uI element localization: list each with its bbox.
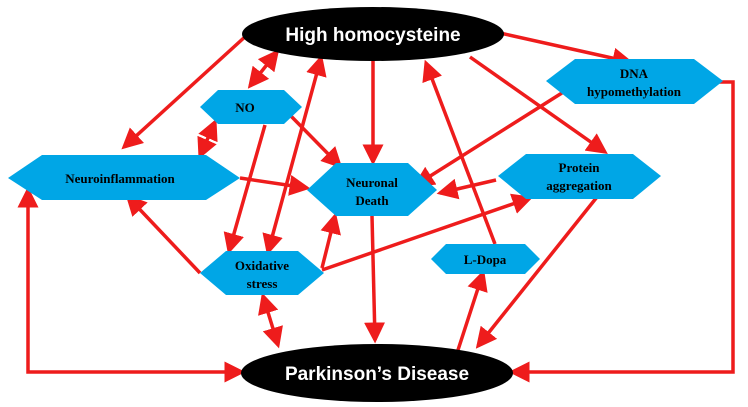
arrow-hhcy-neuroinflammation [121, 33, 249, 150]
arrow-protein-aggregation-neuronal-death [436, 178, 497, 200]
neuroinflammation-label: Neuroinflammation [65, 171, 175, 186]
node-no: NO [200, 90, 302, 124]
arrow-protein-aggregation-pd [475, 195, 599, 349]
arrow-hhcy-no [247, 49, 280, 89]
protein-aggregation-label-line2: aggregation [546, 178, 612, 193]
node-l-dopa: L-Dopa [431, 244, 540, 274]
arrow-neuronal-death-pd [364, 215, 386, 344]
arrow-oxidative-pd [258, 292, 283, 349]
high-homocysteine-label: High homocysteine [285, 25, 460, 46]
arrow-ldopa-hhcy [422, 59, 497, 245]
arrow-no-oxidative [223, 124, 267, 255]
node-dna-hypomethylation: DNA hypomethylation [546, 59, 723, 104]
parkinsons-disease-label: Parkinson’s Disease [285, 364, 469, 385]
arrow-oxidative-neuronal-death [320, 212, 341, 269]
node-protein-aggregation: Protein aggregation [498, 154, 661, 199]
node-neuroinflammation: Neuroinflammation [8, 155, 240, 200]
arrow-neuroinflammation-pd [17, 186, 246, 383]
arrow-no-neuroinflammation [197, 118, 218, 160]
node-parkinsons-disease: Parkinson’s Disease [241, 344, 513, 402]
l-dopa-label: L-Dopa [464, 252, 507, 267]
arrow-hhcy-protein-aggregation [468, 55, 608, 155]
arrow-dna-neuronal-death [413, 84, 574, 187]
node-high-homocysteine: High homocysteine [242, 7, 504, 61]
arrow-dna-pd [508, 80, 735, 383]
arrow-oxidative-hhcy [262, 54, 327, 256]
arrow-oxidative-neuroinflammation [125, 194, 202, 275]
oxidative-stress-label-line2: stress [247, 276, 278, 291]
dna-hypomethylation-label-line1: DNA [620, 66, 649, 81]
protein-aggregation-label-line1: Protein [559, 160, 601, 175]
neuronal-death-label-line2: Death [355, 193, 389, 208]
node-oxidative-stress: Oxidative stress [200, 251, 324, 295]
arrow-oxidative-protein-aggregation [321, 193, 534, 272]
arrows-layer [17, 31, 735, 383]
node-neuronal-death: Neuronal Death [307, 163, 437, 216]
neuronal-death-label-line1: Neuronal [346, 175, 398, 190]
oxidative-stress-label-line1: Oxidative [235, 258, 289, 273]
arrow-pd-ldopa [456, 269, 488, 351]
dna-hypomethylation-label-line2: hypomethylation [587, 84, 682, 99]
arrow-hhcy-dna [499, 31, 634, 69]
no-label: NO [235, 100, 255, 115]
